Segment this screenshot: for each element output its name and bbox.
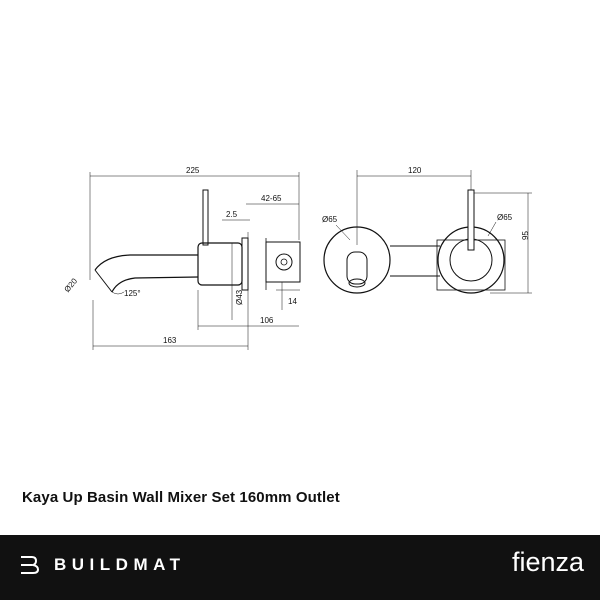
svg-text:2.5: 2.5 [226,210,238,219]
product-title: Kaya Up Basin Wall Mixer Set 160mm Outle… [22,489,340,506]
svg-text:163: 163 [163,336,177,345]
buildmat-logo: BUILDMAT [20,555,186,575]
footer-bar: BUILDMAT fienza [0,535,600,600]
svg-text:120: 120 [408,166,422,175]
fienza-logo: fienza [511,547,584,577]
svg-text:106: 106 [260,316,274,325]
svg-text:125°: 125° [124,289,141,298]
svg-text:14: 14 [288,297,297,306]
buildmat-wordmark: BUILDMAT [54,555,186,574]
svg-text:42-65: 42-65 [261,194,282,203]
front-view: 120 Ø65 Ø65 95 [322,166,532,294]
svg-text:Ø65: Ø65 [322,215,338,224]
buildmat-icon [21,556,40,574]
svg-text:95: 95 [521,231,530,240]
side-view: 225 42-65 2.5 Ø20 125° Ø43 14 [63,166,301,350]
dim-225: 225 [186,166,200,175]
svg-text:Ø65: Ø65 [497,213,513,222]
technical-drawing: 225 42-65 2.5 Ø20 125° Ø43 14 [63,166,532,350]
svg-text:Ø20: Ø20 [63,276,80,294]
svg-text:Ø43: Ø43 [235,289,244,305]
